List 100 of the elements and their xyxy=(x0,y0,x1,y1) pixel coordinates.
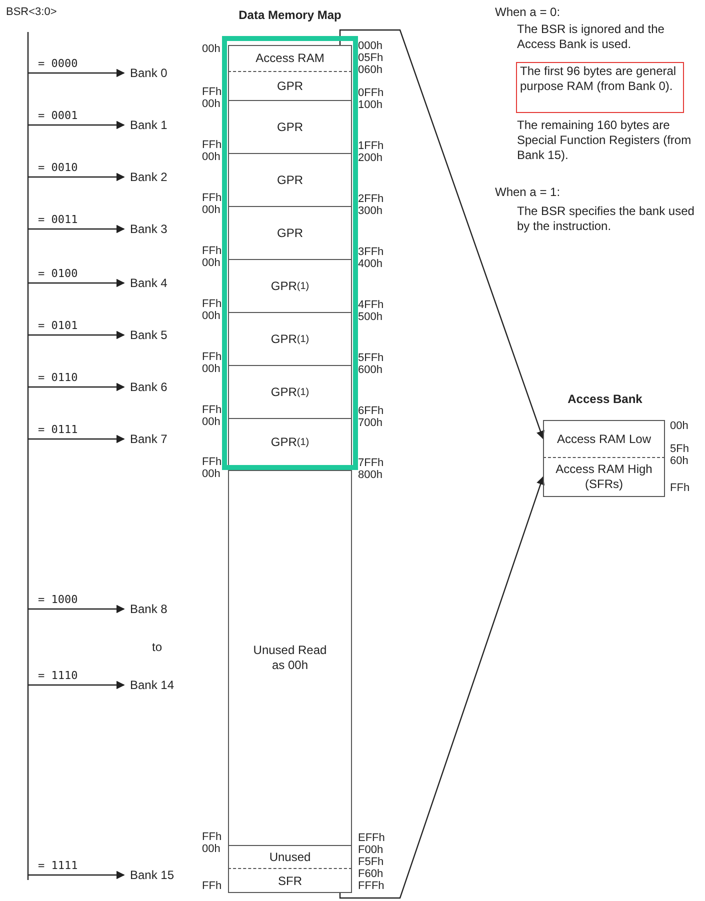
address-label: 1FFh xyxy=(358,140,384,152)
bank-label: Bank 1 xyxy=(130,118,168,132)
address-label: 300h xyxy=(358,205,382,217)
address-label: FFh xyxy=(202,831,222,843)
arrow xyxy=(28,434,125,444)
address-label: 00h xyxy=(670,420,688,432)
bank-label: Bank 5 xyxy=(130,328,168,342)
address-label: F5Fh xyxy=(358,856,384,868)
address-label: 060h xyxy=(358,64,382,76)
memory-region: GPR xyxy=(228,71,352,100)
bank-label: Bank 6 xyxy=(130,380,168,394)
address-label: F60h xyxy=(358,868,384,880)
address-label: 00h xyxy=(202,363,220,375)
address-label: 05Fh xyxy=(358,52,384,64)
address-label: 600h xyxy=(358,364,382,376)
address-label: EFFh xyxy=(358,832,385,844)
note-text: The BSR is ignored and the Access Bank is used. xyxy=(517,22,666,52)
edge-label: = 0000 xyxy=(38,58,78,70)
note-text: The BSR specifies the bank used by the instruction. xyxy=(517,204,696,234)
edge-label: = 0111 xyxy=(38,424,78,436)
edge-label: = 0110 xyxy=(38,372,78,384)
address-label: 700h xyxy=(358,417,382,429)
bank-label: Bank 4 xyxy=(130,276,168,290)
address-label: 5Fh xyxy=(670,443,689,455)
highlighted-note: The first 96 bytes are general purpose RAM (from Bank 0). xyxy=(516,62,684,113)
bank-label: Bank 7 xyxy=(130,432,168,446)
address-label: 00h xyxy=(202,151,220,163)
arrow xyxy=(28,224,125,234)
edge-label: = 0001 xyxy=(38,110,78,122)
bank-label: Bank 0 xyxy=(130,66,168,80)
memory-region: GPR xyxy=(228,153,352,206)
note-text: The remaining 160 bytes are Special Function Registers (from Bank 15). xyxy=(517,118,692,163)
arrow xyxy=(339,29,544,440)
address-label: 400h xyxy=(358,258,382,270)
memory-region: Access RAM High (SFRs) xyxy=(543,457,665,497)
edge-label: = 0010 xyxy=(38,162,78,174)
note-heading: When a = 0: xyxy=(495,5,560,20)
address-label: FFh xyxy=(202,245,222,257)
edge-label: = 1111 xyxy=(38,860,78,872)
range-text: to xyxy=(152,640,162,655)
address-label: FFh xyxy=(202,298,222,310)
address-label: 00h xyxy=(202,257,220,269)
address-label: FFh xyxy=(202,192,222,204)
highlight-frame xyxy=(222,36,358,470)
arrow xyxy=(28,278,125,288)
memory-region: Unused xyxy=(228,845,352,868)
note-heading: When a = 1: xyxy=(495,185,560,200)
address-label: FFh xyxy=(202,404,222,416)
edge-label: = 0011 xyxy=(38,214,78,226)
address-label: 00h xyxy=(202,310,220,322)
section-heading: Access Bank xyxy=(566,392,644,406)
arrow xyxy=(28,604,125,614)
address-label: FFh xyxy=(202,139,222,151)
address-label: FFh xyxy=(202,86,222,98)
edge-label: = 0100 xyxy=(38,268,78,280)
bank-label: Bank 15 xyxy=(130,868,174,882)
arrow xyxy=(28,382,125,392)
address-label: 00h xyxy=(202,204,220,216)
address-label: FFh xyxy=(202,880,222,892)
address-label: 60h xyxy=(670,455,688,467)
address-label: FFh xyxy=(670,482,690,494)
arrow xyxy=(28,330,125,340)
memory-region: SFR xyxy=(228,868,352,893)
address-label: 2FFh xyxy=(358,193,384,205)
bank-label: Bank 2 xyxy=(130,170,168,184)
bank-label: Bank 14 xyxy=(130,678,174,692)
section-heading: Data Memory Map xyxy=(238,8,342,22)
memory-region: Unused Read as 00h xyxy=(228,470,352,845)
address-label: 5FFh xyxy=(358,352,384,364)
address-label: 6FFh xyxy=(358,405,384,417)
address-label: 00h xyxy=(202,468,220,480)
address-label: FFh xyxy=(202,351,222,363)
address-label: 0FFh xyxy=(358,87,384,99)
bank-label: Bank 3 xyxy=(130,222,168,236)
edge-label: = 0101 xyxy=(38,320,78,332)
address-label: 4FFh xyxy=(358,299,384,311)
address-label: 7FFh xyxy=(358,457,384,469)
arrow xyxy=(28,120,125,130)
address-label: 500h xyxy=(358,311,382,323)
address-label: 3FFh xyxy=(358,246,384,258)
memory-region: Access RAM Low xyxy=(543,420,665,457)
arrow xyxy=(28,680,125,690)
address-label: 000h xyxy=(358,40,382,52)
arrow xyxy=(28,172,125,182)
address-label: 200h xyxy=(358,152,382,164)
memory-region: GPR xyxy=(228,206,352,259)
address-label: 00h xyxy=(202,843,220,855)
memory-region: GPR xyxy=(228,100,352,153)
bus-label: BSR<3:0> xyxy=(6,6,57,18)
arrow xyxy=(28,68,125,78)
address-label: FFh xyxy=(202,456,222,468)
memory-region: Access RAM xyxy=(228,45,352,71)
arrow xyxy=(28,870,125,880)
address-label: FFFh xyxy=(358,880,384,892)
bank-label: Bank 8 xyxy=(130,602,168,616)
address-label: 00h xyxy=(202,98,220,110)
address-label: 00h xyxy=(202,416,220,428)
address-label: 800h xyxy=(358,469,382,481)
address-label: F00h xyxy=(358,844,384,856)
arrow xyxy=(339,476,545,899)
